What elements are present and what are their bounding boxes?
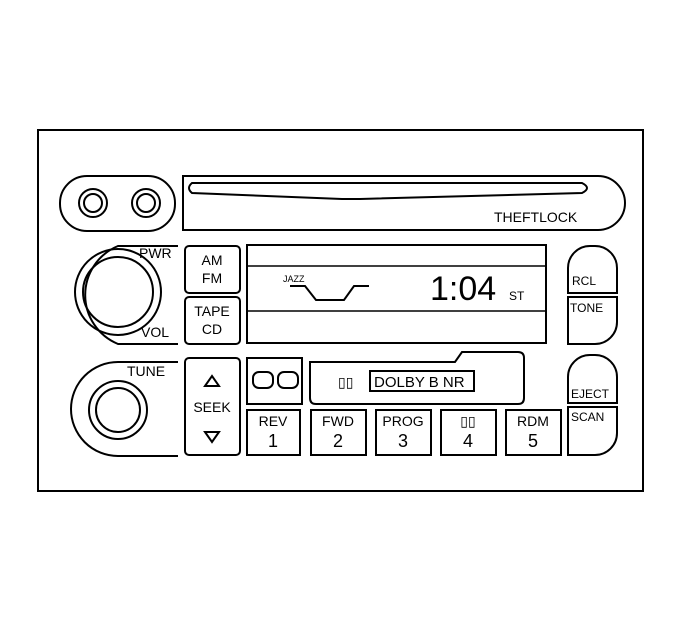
preset-4-number: 4 xyxy=(463,431,473,451)
preset-5-button[interactable]: RDM 5 xyxy=(505,409,562,456)
cassette-slot[interactable] xyxy=(309,351,525,405)
theftlock-label: THEFTLOCK xyxy=(494,209,578,225)
tape-cd-button[interactable]: TAPE CD xyxy=(184,296,241,345)
pwr-label: PWR xyxy=(139,245,172,261)
cassette-door-button[interactable] xyxy=(246,357,303,405)
preset-3-label: PROG xyxy=(382,413,423,429)
dolby-indicator: ▯▯ DOLBY B NR xyxy=(338,370,475,392)
preset-2-number: 2 xyxy=(333,431,343,451)
rcl-button[interactable]: RCL xyxy=(567,245,618,294)
tone-button[interactable]: TONE xyxy=(567,296,618,345)
preset-3-button[interactable]: PROG 3 xyxy=(375,409,432,456)
cd-label: CD xyxy=(202,321,222,337)
preset-4-button[interactable]: ▯▯ 4 xyxy=(440,409,497,456)
aux-knob-right[interactable] xyxy=(131,188,161,218)
dolby-label: DOLBY B NR xyxy=(374,374,465,391)
aux-knob-left[interactable] xyxy=(78,188,108,218)
scan-label: SCAN xyxy=(571,410,604,424)
tune-label: TUNE xyxy=(127,363,165,379)
tape-label: TAPE xyxy=(194,303,230,319)
seek-down-icon[interactable] xyxy=(203,431,221,444)
eject-label: EJECT xyxy=(571,387,610,401)
tape-reel-right-icon xyxy=(277,371,299,389)
cd-slot-panel xyxy=(182,175,626,231)
dolby-symbol-icon: ▯▯ xyxy=(338,374,353,390)
tape-reel-left-icon xyxy=(252,371,274,389)
scan-button[interactable]: SCAN xyxy=(567,406,618,456)
preset-2-label: FWD xyxy=(322,413,354,429)
stereo-indicator: ST xyxy=(509,289,525,303)
preset-5-number: 5 xyxy=(528,431,538,451)
am-fm-button[interactable]: AM FM xyxy=(184,245,241,294)
rcl-label: RCL xyxy=(572,274,596,288)
eq-preset-label: JAZZ xyxy=(283,274,305,284)
cd-slot[interactable] xyxy=(188,182,588,200)
fm-label: FM xyxy=(202,270,222,286)
volume-knob[interactable] xyxy=(74,248,162,336)
seek-up-icon[interactable] xyxy=(203,374,221,387)
tune-knob-panel xyxy=(70,361,178,457)
display-screen xyxy=(246,244,547,344)
clock-time: 1:04 xyxy=(430,270,496,308)
tune-knob[interactable] xyxy=(88,380,148,440)
preset-1-label: REV xyxy=(259,413,288,429)
am-label: AM xyxy=(202,252,223,268)
tone-label: TONE xyxy=(570,301,603,315)
preset-1-button[interactable]: REV 1 xyxy=(246,409,301,456)
volume-knob-panel xyxy=(84,245,178,345)
faceplate-outline xyxy=(37,129,644,492)
preset-4-label: ▯▯ xyxy=(460,413,475,429)
preset-5-label: RDM xyxy=(517,413,549,429)
preset-1-number: 1 xyxy=(268,431,278,451)
preset-3-number: 3 xyxy=(398,431,408,451)
preset-2-button[interactable]: FWD 2 xyxy=(310,409,367,456)
vol-label: VOL xyxy=(141,324,169,340)
eject-button[interactable]: EJECT xyxy=(567,354,618,404)
aux-knob-panel xyxy=(59,175,176,232)
eq-curve-icon xyxy=(290,285,369,301)
seek-label: SEEK xyxy=(193,399,231,415)
seek-button[interactable]: SEEK xyxy=(184,357,241,456)
